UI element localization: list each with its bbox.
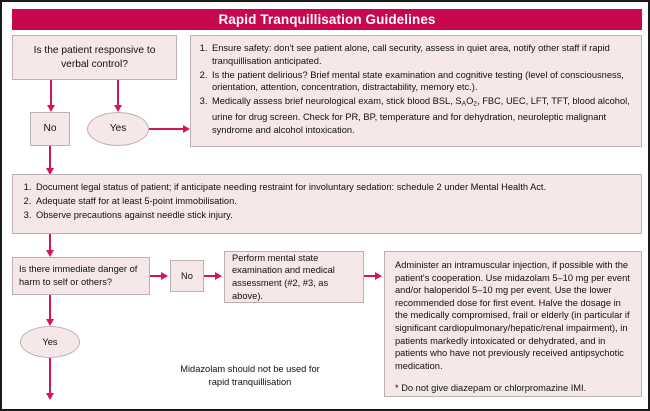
node-q1-yes[interactable]: Yes bbox=[87, 112, 149, 146]
arrow-q1-to-no bbox=[50, 80, 52, 107]
node-mental-state-exam-label: Perform mental state examination and med… bbox=[232, 252, 335, 301]
node-q2-yes-label: Yes bbox=[42, 336, 58, 347]
decision-immediate-danger[interactable]: Is there immediate danger of harm to sel… bbox=[12, 257, 150, 295]
administer-paragraph: Administer an intramuscular injection, i… bbox=[395, 260, 630, 371]
assessment-step-3: Medically assess brief neurological exam… bbox=[210, 95, 633, 136]
legal-step-1: Document legal status of patient; if ant… bbox=[34, 181, 633, 194]
midazolam-warning-line-1: Midazolam should not be used for bbox=[180, 364, 320, 374]
decision-responsive-to-verbal-control[interactable]: Is the patient responsive to verbal cont… bbox=[12, 35, 177, 80]
arrow-q1-to-yes bbox=[117, 80, 119, 107]
arrow-legal-to-q2 bbox=[49, 234, 51, 254]
node-q2-no[interactable]: No bbox=[170, 260, 204, 292]
arrowhead-q1no-to-legal bbox=[45, 168, 54, 175]
arrowhead-q2no-to-mentalstate bbox=[215, 271, 222, 280]
arrowhead-q1-to-no bbox=[46, 105, 55, 112]
assessment-step-3-before: Medically assess brief neurological exam… bbox=[212, 96, 462, 107]
arrow-q1no-to-legal bbox=[49, 146, 51, 173]
arrowhead-mentalstate-to-administer bbox=[375, 271, 382, 280]
arrowhead-q2-to-yes bbox=[45, 319, 54, 326]
assessment-step-3-after: , FBC, UEC, LFT, TFT, blood alcohol, uri… bbox=[212, 96, 630, 136]
arrow-q2no-to-mentalstate bbox=[204, 275, 217, 277]
node-q1-no-label: No bbox=[43, 123, 57, 135]
arrow-mentalstate-to-administer bbox=[364, 275, 377, 277]
assessment-step-1: Ensure safety: don't see patient alone, … bbox=[210, 42, 633, 67]
arrowhead-q1-to-yes bbox=[113, 105, 122, 112]
arrow-q2yes-down bbox=[49, 358, 51, 397]
node-q2-yes[interactable]: Yes bbox=[20, 326, 80, 358]
node-q1-yes-label: Yes bbox=[109, 123, 127, 135]
assessment-steps-list: Ensure safety: don't see patient alone, … bbox=[193, 42, 633, 137]
arrow-q2-to-yes bbox=[49, 295, 51, 323]
node-q1-no[interactable]: No bbox=[30, 112, 70, 146]
node-q2-no-label: No bbox=[181, 270, 193, 281]
administer-injection-box: Administer an intramuscular injection, i… bbox=[384, 251, 642, 397]
arrow-q1yes-to-assessment bbox=[149, 128, 185, 130]
arrowhead-q1yes-to-assessment bbox=[183, 124, 190, 133]
legal-steps-list: Document legal status of patient; if ant… bbox=[17, 181, 633, 222]
administer-footnote: * Do not give diazepam or chlorpromazine… bbox=[395, 383, 587, 394]
midazolam-warning-note: Midazolam should not be used for rapid t… bbox=[142, 363, 358, 388]
assessment-step-3-sub-a: A bbox=[461, 100, 467, 108]
assessment-steps-box: Ensure safety: don't see patient alone, … bbox=[190, 35, 642, 147]
assessment-step-3-sub-2: 2 bbox=[473, 100, 478, 108]
arrowhead-q2-to-no bbox=[161, 271, 168, 280]
assessment-step-2: Is the patient delirious? Brief mental s… bbox=[210, 69, 633, 94]
legal-step-3: Observe precautions against needle stick… bbox=[34, 209, 633, 222]
decision-responsive-label: Is the patient responsive to verbal cont… bbox=[33, 45, 156, 70]
decision-immediate-danger-label: Is there immediate danger of harm to sel… bbox=[19, 264, 138, 287]
legal-step-2: Adequate staff for at least 5-point immo… bbox=[34, 195, 633, 208]
arrowhead-q2yes-down bbox=[45, 393, 54, 400]
page-title: Rapid Tranquillisation Guidelines bbox=[12, 9, 642, 30]
node-mental-state-exam[interactable]: Perform mental state examination and med… bbox=[224, 251, 364, 303]
arrow-q2-to-no bbox=[150, 275, 163, 277]
arrowhead-legal-to-q2 bbox=[45, 250, 54, 257]
legal-steps-box: Document legal status of patient; if ant… bbox=[12, 174, 642, 234]
assessment-step-3-mid: O bbox=[466, 96, 474, 107]
midazolam-warning-line-2: rapid tranquillisation bbox=[208, 376, 292, 387]
